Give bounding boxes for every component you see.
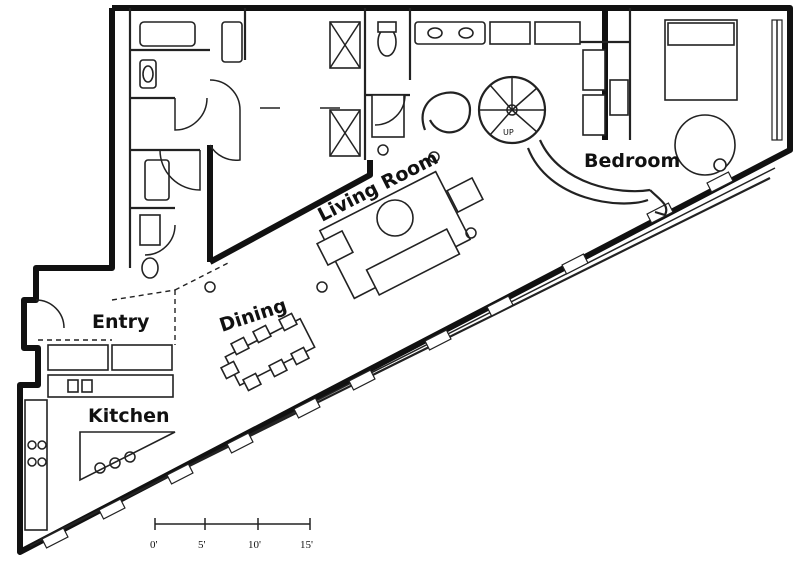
window-wall-mid xyxy=(29,167,776,547)
kitchen-island xyxy=(79,431,176,482)
counter xyxy=(111,344,173,371)
kitchen-fixtures xyxy=(24,344,176,531)
window-bay xyxy=(226,432,254,454)
bath-fixtures xyxy=(139,21,581,279)
armchair xyxy=(446,176,484,214)
window-bay xyxy=(166,463,194,485)
window-bay xyxy=(561,253,589,275)
cabinet xyxy=(489,21,531,45)
living-furniture xyxy=(204,144,484,300)
door xyxy=(144,224,176,256)
right-windows xyxy=(771,19,783,141)
window-bay xyxy=(41,527,69,549)
scale-tick-label: 0' xyxy=(150,539,158,551)
dresser xyxy=(582,49,606,91)
exterior-walls xyxy=(17,5,793,555)
scale-bar: 0' 5' 10' 15' xyxy=(150,518,313,551)
vanity xyxy=(221,21,243,63)
door xyxy=(174,97,208,131)
window-bay xyxy=(486,295,514,317)
cabinet-2 xyxy=(534,21,581,45)
door xyxy=(374,94,406,126)
curved-wall xyxy=(538,139,651,193)
bedroom-label: Bedroom xyxy=(584,150,680,172)
outer-wall xyxy=(17,5,793,555)
door xyxy=(209,79,241,161)
curved-walls xyxy=(421,91,668,217)
scale-tick-label: 5' xyxy=(198,539,206,551)
closet xyxy=(371,94,405,138)
window-bay xyxy=(293,397,321,419)
sofa xyxy=(365,228,461,296)
stair-label: UP xyxy=(503,128,514,137)
bathtub xyxy=(139,21,196,47)
armchair xyxy=(316,229,354,267)
counter-run xyxy=(47,374,174,398)
tub-2 xyxy=(144,159,170,201)
counter xyxy=(47,344,109,371)
scale-tick-label: 10' xyxy=(248,539,261,551)
window-bay xyxy=(348,369,376,391)
bedroom-furniture xyxy=(582,19,738,176)
toilet-2 xyxy=(141,257,159,279)
window-bay xyxy=(706,171,734,193)
entry-door xyxy=(35,299,65,329)
curved-wall xyxy=(421,91,472,134)
scale-tick-label: 15' xyxy=(300,539,313,551)
window-bay xyxy=(98,498,126,520)
double-vanity xyxy=(414,21,486,45)
coffee-table xyxy=(376,199,414,237)
window-bay xyxy=(424,329,452,351)
wall-counter xyxy=(24,399,48,531)
dining-furniture xyxy=(219,312,316,392)
entry-label: Entry xyxy=(92,311,150,333)
window-bays xyxy=(41,171,734,549)
spiral-stair: UP xyxy=(477,75,547,145)
vanity-2 xyxy=(139,214,161,246)
door xyxy=(159,149,201,191)
kitchen-label: Kitchen xyxy=(88,405,170,427)
